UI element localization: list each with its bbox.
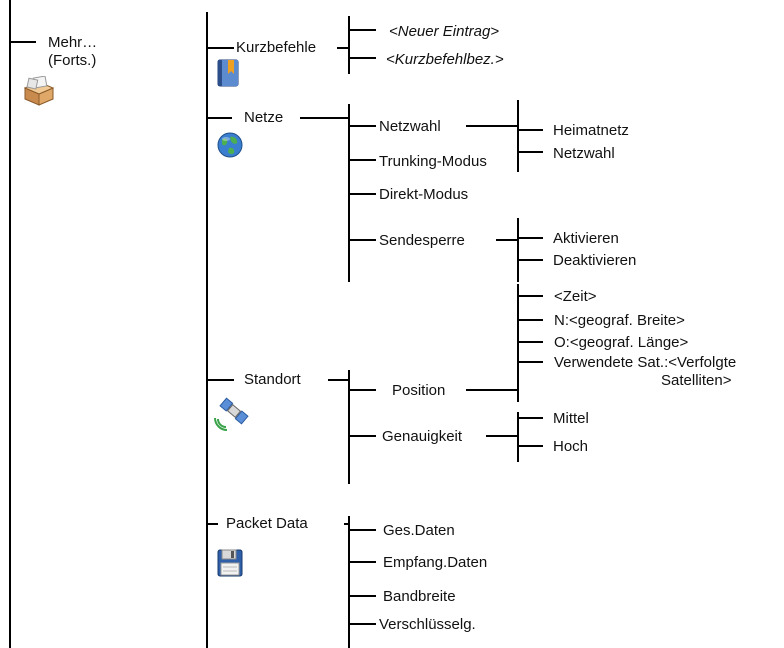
sendesperre-item-deaktivieren: Deaktivieren bbox=[553, 252, 637, 269]
root-label: Mehr… bbox=[48, 34, 98, 51]
book-icon bbox=[217, 59, 239, 87]
box-icon bbox=[23, 76, 55, 106]
netze-item-netzwahl: Netzwahl bbox=[379, 118, 441, 135]
packet-data-item-ges-daten: Ges.Daten bbox=[383, 522, 455, 539]
position-item-verwendete-sat: Verwendete Sat.:<Verfolgte bbox=[554, 354, 737, 371]
root-label-continued: (Forts.) bbox=[48, 52, 97, 69]
genauigkeit-item-hoch: Hoch bbox=[553, 438, 589, 455]
genauigkeit-item-mittel: Mittel bbox=[553, 410, 589, 427]
netzwahl-item-netzwahl: Netzwahl bbox=[553, 145, 615, 162]
satellite-icon bbox=[214, 397, 249, 431]
kurzbefehle-item-kurzbefehlbez: <Kurzbefehlbez.> bbox=[386, 51, 504, 68]
netzwahl-item-heimatnetz: Heimatnetz bbox=[553, 122, 629, 139]
kurzbefehle-label: Kurzbefehle bbox=[236, 39, 317, 56]
kurzbefehle-item-neuer-eintrag: <Neuer Eintrag> bbox=[389, 23, 500, 40]
standort-label: Standort bbox=[244, 371, 301, 388]
netze-item-sendesperre: Sendesperre bbox=[379, 232, 465, 249]
packet-data-item-empfang-daten: Empfang.Daten bbox=[383, 554, 488, 571]
netze-item-direkt-modus: Direkt-Modus bbox=[379, 186, 469, 203]
packet-data-item-verschluesselg: Verschlüsselg. bbox=[379, 616, 476, 633]
globe-icon bbox=[217, 132, 243, 158]
position-item-breite: N:<geograf. Breite> bbox=[554, 312, 685, 329]
netze-item-trunking-modus: Trunking-Modus bbox=[379, 153, 487, 170]
packet-data-label: Packet Data bbox=[226, 515, 308, 532]
position-item-zeit: <Zeit> bbox=[554, 288, 597, 305]
packet-data-item-bandbreite: Bandbreite bbox=[383, 588, 456, 605]
position-item-verwendete-sat-continued: Satelliten> bbox=[661, 372, 732, 389]
floppy-disk-icon bbox=[217, 549, 243, 577]
standort-item-genauigkeit: Genauigkeit bbox=[382, 428, 463, 445]
position-item-laenge: O:<geograf. Länge> bbox=[554, 334, 689, 351]
sendesperre-item-aktivieren: Aktivieren bbox=[553, 230, 619, 247]
standort-item-position: Position bbox=[392, 382, 446, 399]
netze-label: Netze bbox=[244, 109, 284, 126]
